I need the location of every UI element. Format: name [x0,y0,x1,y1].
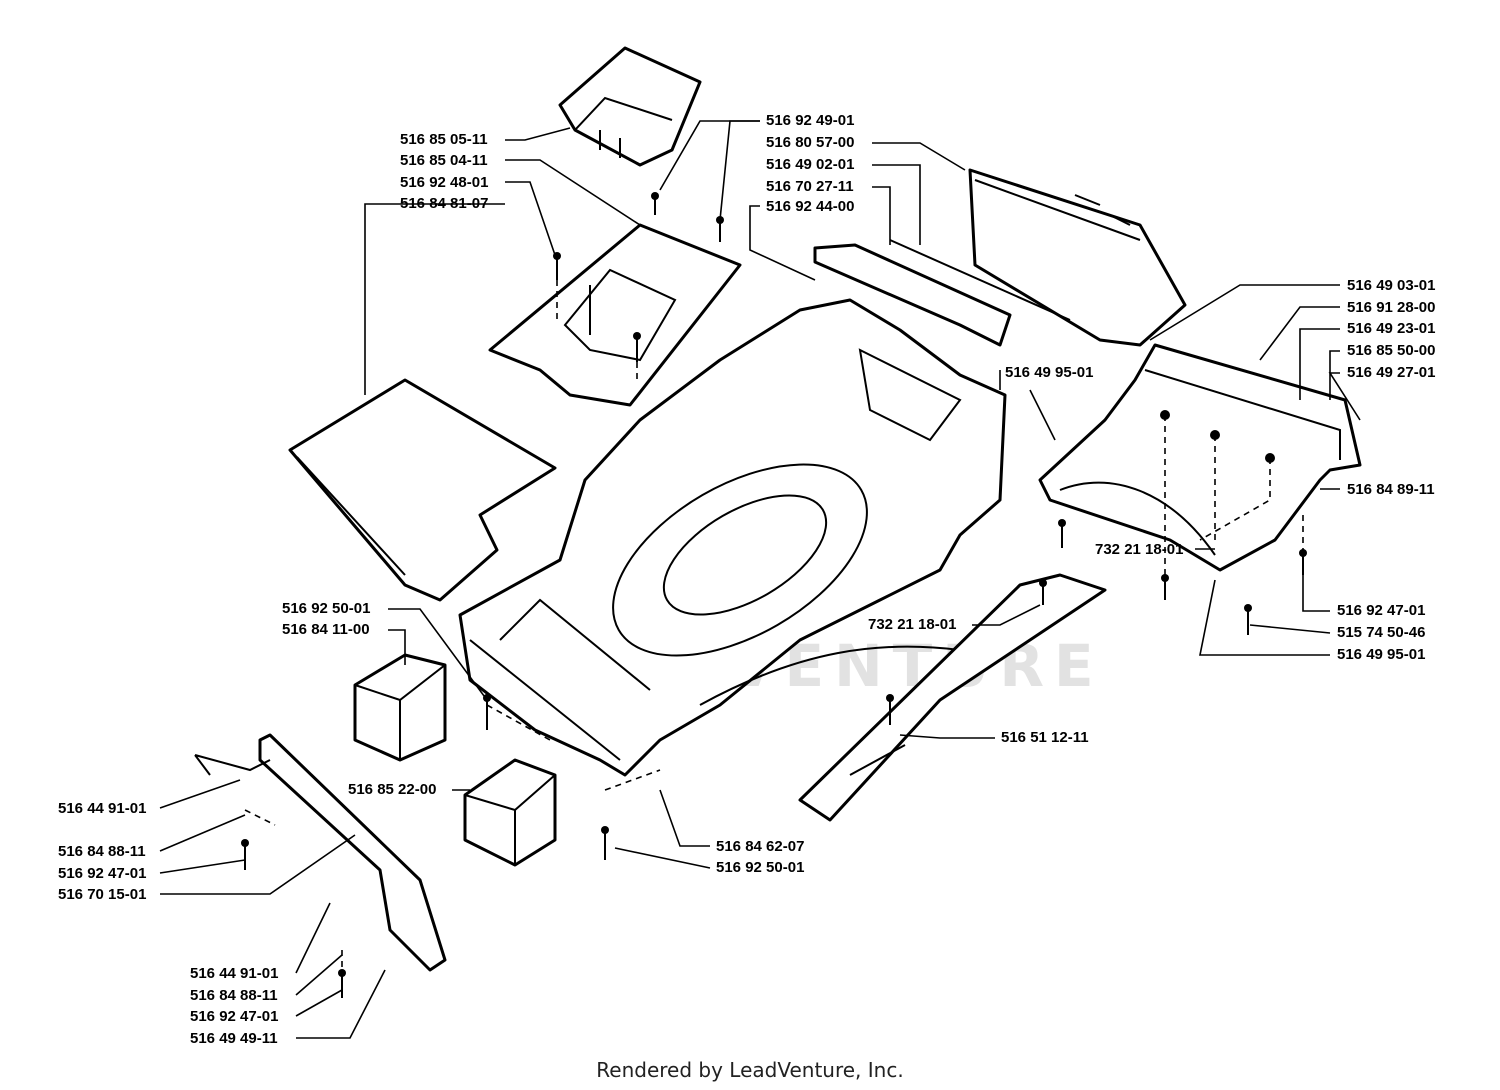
fastener-screws [241,192,1307,998]
part-label: 516 92 47-01 [1337,602,1426,619]
part-label: 516 85 05-11 [400,131,488,148]
part-label: 516 49 23-01 [1347,320,1436,337]
part-label: 515 74 50-46 [1337,624,1426,641]
part-label: 516 70 27-11 [766,178,854,195]
part-label: 516 84 89-11 [1347,481,1435,498]
part-label: 516 92 50-01 [716,859,805,876]
part-label: 732 21 18-01 [1095,541,1184,558]
part-label: 516 70 15-01 [58,886,147,903]
mower-deck [458,298,1007,777]
assembly-dashed-lines [244,280,1304,975]
part-label: 516 92 50-01 [282,600,371,617]
part-label: 516 84 88-11 [190,987,278,1004]
part-label: 516 80 57-00 [766,134,855,151]
side-skirt [798,573,1107,822]
part-label: 516 85 04-11 [400,152,488,169]
hinge-bar [813,239,1071,347]
part-label: 516 49 95-01 [1337,646,1426,663]
part-label: 516 85 22-00 [348,781,437,798]
part-label: 516 85 50-00 [1347,342,1436,359]
part-label: 516 92 49-01 [766,112,855,129]
weight-block-lower [463,758,557,867]
part-label: 516 49 49-11 [190,1030,278,1047]
part-label: 516 51 12-11 [1001,729,1089,746]
part-label: 516 92 44-00 [766,198,855,215]
rear-deflector [968,168,1187,347]
part-label: 516 84 88-11 [58,843,146,860]
leader-lines [159,120,1361,1039]
part-label: 516 44 91-01 [58,800,147,817]
part-label: 516 49 95-01 [1005,364,1094,381]
footer-credit: Rendered by LeadVenture, Inc. [596,1058,904,1082]
front-axle [194,733,447,972]
rear-plate-assembly [1038,343,1362,572]
part-label: 516 92 47-01 [190,1008,279,1025]
part-label: 516 49 02-01 [766,156,855,173]
part-label: 516 44 91-01 [190,965,279,982]
grass-catcher-top [558,46,702,167]
part-label: 516 84 62-07 [716,838,805,855]
part-label: 516 49 27-01 [1347,364,1436,381]
parts-diagram [159,46,1362,1039]
cover-flap [288,378,557,602]
weight-block-upper [353,653,447,762]
part-label: 516 92 48-01 [400,174,489,191]
part-label: 516 92 47-01 [58,865,147,882]
part-label: 732 21 18-01 [868,616,957,633]
part-label: 516 91 28-00 [1347,299,1436,316]
part-label: 516 49 03-01 [1347,277,1436,294]
part-label: 516 84 81-07 [400,195,489,212]
part-label: 516 84 11-00 [282,621,370,638]
